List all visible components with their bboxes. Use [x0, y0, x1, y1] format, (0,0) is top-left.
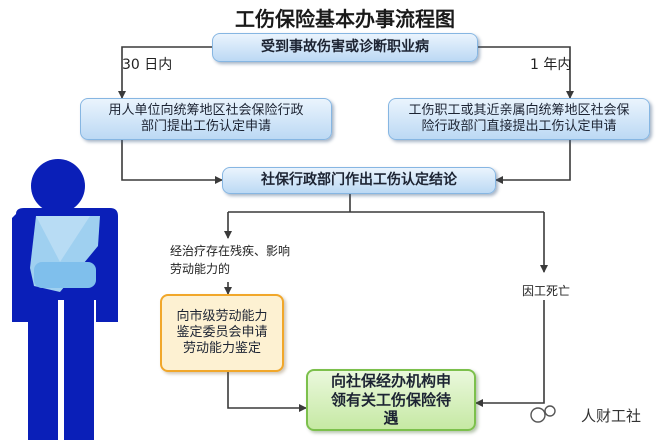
- connector-worker-to-conclusion: [496, 140, 570, 180]
- label-within-30-days: 30 日内: [122, 54, 172, 74]
- label-work-death: 因工死亡: [522, 282, 570, 299]
- watermark-logo-icon: [531, 406, 555, 422]
- node-accident: 受到事故伤害或诊断职业病: [212, 33, 478, 62]
- connector-death-to-benefits: [476, 300, 544, 403]
- node-disability-assessment: 向市级劳动能力鉴定委员会申请劳动能力鉴定: [160, 294, 284, 372]
- connector-assessment-to-benefits: [228, 372, 306, 408]
- label-residual-disability: 经治疗存在残疾、影响劳动能力的: [170, 242, 300, 278]
- node-insurance-benefits: 向社保经办机构申领有关工伤保险待遇: [306, 369, 476, 431]
- node-employer-application: 用人单位向统筹地区社会保险行政部门提出工伤认定申请: [80, 98, 332, 140]
- connector-employer-to-conclusion: [122, 140, 222, 180]
- page-title: 工伤保险基本办事流程图: [215, 3, 475, 32]
- injured-person-icon: [12, 159, 118, 440]
- label-within-1-year: 1 年内: [530, 54, 571, 74]
- watermark-text: 人财工社: [581, 405, 641, 426]
- node-injury-conclusion: 社保行政部门作出工伤认定结论: [222, 167, 496, 194]
- node-worker-application: 工伤职工或其近亲属向统筹地区社会保险行政部门直接提出工伤认定申请: [388, 98, 650, 140]
